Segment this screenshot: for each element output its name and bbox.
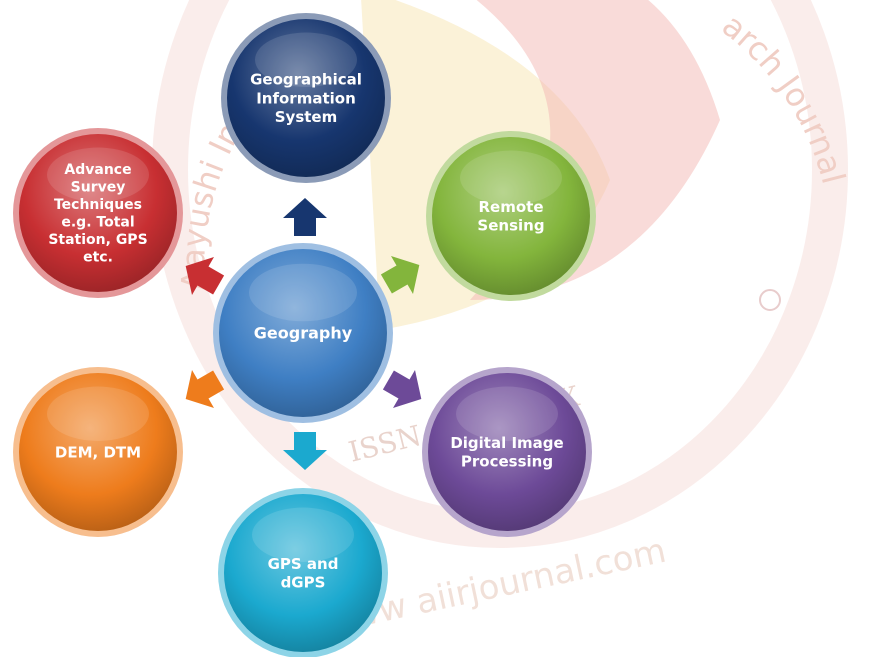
node-advance-survey-label-line: Station, GPS	[48, 232, 147, 248]
node-gps-dgps-label-line: GPS and	[268, 555, 339, 573]
center-node-highlight	[249, 263, 357, 322]
node-remote-sensing-highlight	[460, 150, 562, 205]
node-advance-survey-disc	[19, 134, 177, 292]
node-gis-label-line: Information	[256, 89, 356, 107]
node-digital-image-processing-label-line: Processing	[461, 453, 553, 471]
node-remote-sensing-label-line: Sensing	[477, 217, 544, 235]
node-gps-dgps-highlight	[252, 507, 354, 562]
arrow-to-gps-dgps	[283, 432, 327, 470]
arrow-to-digital-image-processing	[382, 369, 422, 409]
arrow-to-advance-survey	[185, 256, 225, 296]
center-node-label-line: Geography	[254, 324, 353, 343]
arrow-to-gis	[283, 198, 327, 236]
arrow-to-dem-dtm	[185, 369, 225, 409]
node-advance-survey-highlight	[47, 147, 149, 202]
nodes-layer: GeographicalInformationSystemRemoteSensi…	[13, 13, 596, 657]
node-gis-label-line: Geographical	[250, 71, 362, 89]
arrow-to-remote-sensing	[380, 255, 420, 295]
node-remote-sensing-disc	[432, 137, 590, 295]
center-node-disc	[219, 249, 387, 417]
center-node: Geography	[213, 243, 393, 423]
node-digital-image-processing-label-line: Digital Image	[450, 434, 563, 452]
node-advance-survey-label-line: Survey	[71, 180, 126, 196]
node-advance-survey-label-line: etc.	[83, 250, 113, 266]
connector-arrows	[185, 198, 422, 470]
node-dem-dtm-label-line: DEM, DTM	[55, 443, 141, 461]
node-digital-image-processing-disc	[428, 373, 586, 531]
node-gis-disc	[227, 19, 385, 177]
node-gps-dgps-label-line: dGPS	[281, 574, 326, 592]
node-advance-survey-label-line: Techniques	[54, 197, 142, 213]
node-gps-dgps-disc	[224, 494, 382, 652]
node-dem-dtm: DEM, DTM	[13, 367, 183, 537]
node-dem-dtm-disc	[19, 373, 177, 531]
node-advance-survey-label-line: e.g. Total	[61, 215, 134, 231]
node-gis-highlight	[255, 32, 357, 87]
node-remote-sensing-label-line: Remote	[478, 198, 543, 216]
node-advance-survey-label-line: Advance	[64, 162, 131, 178]
node-digital-image-processing-highlight	[456, 386, 558, 441]
node-dem-dtm-highlight	[47, 386, 149, 441]
node-gis-label-line: System	[275, 108, 337, 126]
